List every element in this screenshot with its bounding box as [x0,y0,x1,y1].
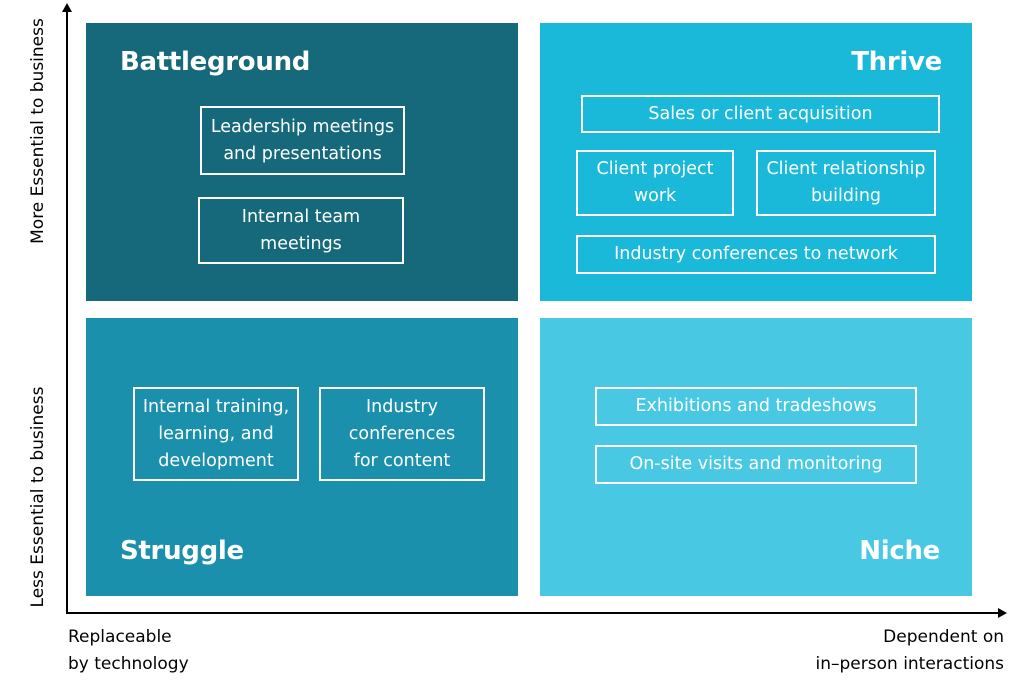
x-axis-right-label: Dependent on in–person interactions [816,624,1004,678]
y-axis-top-label: More Essential to business [28,18,48,244]
item-line: and presentations [223,143,382,164]
item-line: development [158,450,274,471]
item-sales-client-acquisition: Sales or client acquisition [581,95,940,133]
item-line: building [810,186,882,206]
quadrant-struggle: Internal training, learning, and develop… [86,318,518,596]
x-axis-left-label: Replaceable by technology [68,624,189,678]
quadrant-thrive: Thrive Sales or client acquisition Clien… [540,23,972,301]
item-industry-conferences-content: Industry conferences for content [319,387,485,481]
item-line: On-site visits and monitoring [629,454,883,474]
quadrant-title-struggle: Struggle [120,536,244,566]
item-line: Internal team [241,206,361,227]
item-leadership-meetings: Leadership meetings and presentations [200,106,405,175]
item-line: Internal training, [142,396,290,417]
quadrant-battleground: Battleground Leadership meetings and pre… [86,23,518,301]
item-internal-training: Internal training, learning, and develop… [133,387,299,481]
item-line: meetings [260,233,342,254]
x-axis-arrow [998,608,1007,618]
quadrant-title-battleground: Battleground [120,47,311,77]
quadrant-title-niche: Niche [859,536,940,566]
item-line: Exhibitions and tradeshows [635,396,877,416]
item-line: Industry conferences to network [614,244,898,264]
y-axis-line [66,10,68,614]
y-axis-arrow [62,3,72,12]
x-right-line-2: in–person interactions [815,654,1004,674]
item-line: work [633,186,677,206]
item-line: Industry [366,396,438,417]
item-internal-team-meetings: Internal team meetings [198,197,404,264]
item-exhibitions-tradeshows: Exhibitions and tradeshows [595,387,917,426]
x-right-line-1: Dependent on [883,627,1004,647]
quadrant-title-thrive: Thrive [851,47,942,77]
item-client-project-work: Client project work [576,150,734,216]
y-axis-bottom-label: Less Essential to business [28,386,48,608]
item-line: Sales or client acquisition [648,103,873,124]
item-line: for content [353,450,451,471]
item-client-relationship-building: Client relationship building [756,150,936,216]
x-axis-line [66,612,1000,614]
x-left-line-1: Replaceable [68,627,172,647]
item-line: Client relationship [766,159,926,179]
item-onsite-visits: On-site visits and monitoring [595,445,917,484]
item-line: conferences [348,423,456,444]
x-left-line-2: by technology [68,654,189,674]
item-line: learning, and [158,423,274,444]
item-line: Leadership meetings [210,116,395,137]
quadrant-niche: Exhibitions and tradeshows On-site visit… [540,318,972,596]
item-line: Client project [596,159,714,179]
item-industry-conferences-network: Industry conferences to network [576,235,936,274]
